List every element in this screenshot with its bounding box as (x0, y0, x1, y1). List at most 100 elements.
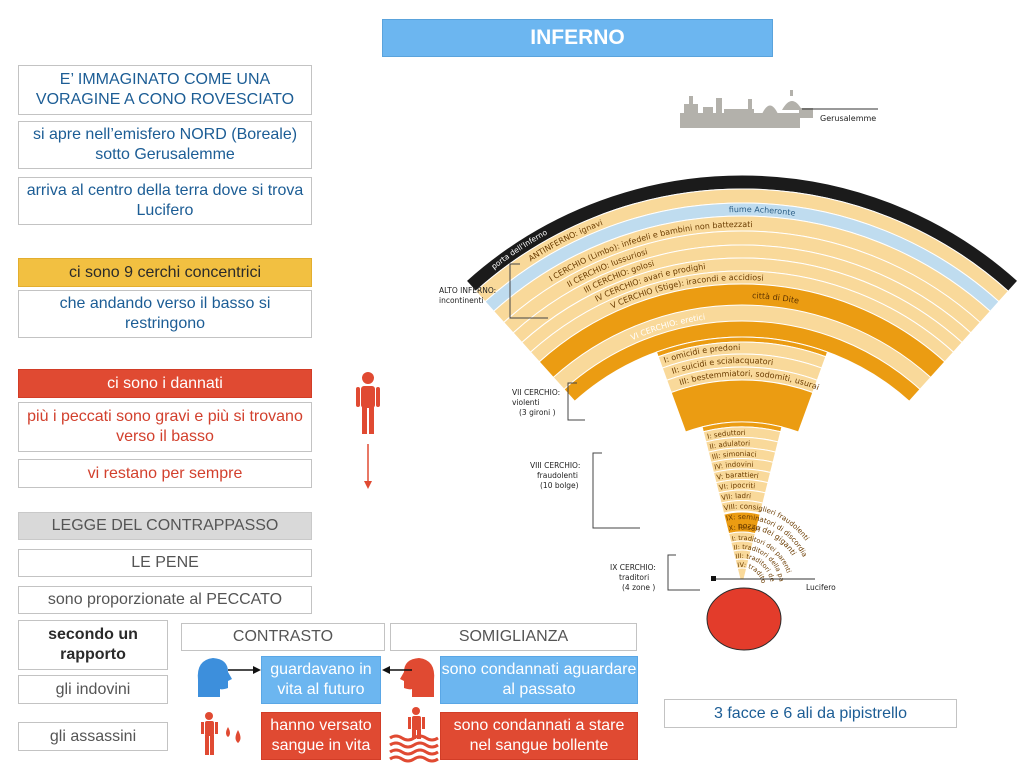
boiling-blood-icon (389, 707, 439, 763)
person-icon (201, 712, 218, 755)
band-cerchio-1 (493, 215, 991, 324)
label-cerchio-4: IV CERCHIO: avari e prodighi (594, 262, 706, 304)
cell-contrasto-assassini: hanno versato sangue in vita (261, 712, 381, 760)
band-girone-3 (666, 366, 818, 394)
band-cerchio-2 (503, 230, 981, 334)
band-vii-rim (655, 336, 829, 358)
band-bolgia-2 (705, 437, 779, 453)
band-pozzo-giganti (723, 511, 761, 535)
band-viii-rim (701, 421, 783, 433)
band-cerchio-5 (529, 270, 955, 363)
label-girone-2: II: suicidi e scialacquatori (671, 356, 774, 376)
label-acheronte: fiume Acheronte (729, 205, 796, 218)
band-bolgia-7 (717, 489, 767, 504)
label-dieci-bolge: (10 bolge) (540, 481, 579, 490)
band-vii-base (670, 379, 814, 433)
box-lucifero-facce: 3 facce e 6 ali da pipistrello (664, 699, 957, 728)
arrow-down-icon (364, 444, 372, 489)
band-zona-1 (728, 531, 756, 543)
band-bolgia-4 (710, 458, 774, 474)
label-porta-inferno: porta dell'Inferno (490, 228, 549, 271)
label-tre-gironi: (3 gironi ) (519, 408, 556, 417)
box-le-pene: LE PENE (18, 549, 312, 577)
cell-somiglianza-assassini: sono condannati a stare nel sangue bolle… (440, 712, 638, 760)
band-girone-2 (661, 353, 823, 381)
box-dannati: ci sono i dannati (18, 369, 312, 398)
band-bolgia-8 (720, 500, 764, 514)
label-cerchio-3: III CERCHIO: golosi (582, 259, 655, 295)
band-antinferno (474, 188, 1010, 303)
label-lucifero: Lucifero (806, 583, 836, 592)
label-alto-inferno: ALTO INFERNO: (439, 286, 496, 295)
header-contrasto: CONTRASTO (181, 623, 385, 651)
label-cerchio-6: VI CERCHIO: eretici (629, 313, 705, 343)
box-nove-cerchi: ci sono 9 cerchi concentrici (18, 258, 312, 287)
box-contrappasso: LEGGE DEL CONTRAPPASSO (18, 512, 312, 540)
arrow-left-icon (382, 666, 412, 674)
page-title: INFERNO (382, 19, 773, 57)
band-bolgia-10 (725, 521, 759, 535)
label-incontinenti: incontinenti (439, 296, 483, 305)
band-bolgia-9 (723, 510, 761, 525)
band-bolgia-6 (715, 479, 769, 494)
arrow-right-icon (228, 666, 261, 674)
band-acheronte (484, 202, 1000, 312)
label-bolgia-4: IV: indovini (714, 460, 754, 471)
label-bolgia-1: I: seduttori (706, 429, 745, 441)
box-emisfero: si apre nell’emisfero NORD (Boreale) sot… (18, 121, 312, 169)
person-icon (356, 372, 380, 434)
label-bolgia-10: X: falsari (728, 523, 761, 534)
label-bolgia-3: III: simoniaci (711, 450, 757, 461)
label-bolgia-8: VIII: consiglieri fraudolenti (723, 502, 810, 542)
label-violenti: violenti (512, 398, 540, 407)
band-porta-inferno (465, 174, 1019, 292)
label-antinferno: ANTINFERNO: ignavi (527, 218, 604, 263)
band-pozzo (723, 511, 761, 535)
band-zona-4 (734, 558, 750, 570)
head-icon (400, 658, 435, 697)
label-zona-1: I: traditori dei parenti (731, 534, 793, 574)
cell-contrasto-indovini: guardavano in vita al futuro (261, 656, 381, 704)
band-cerchio-3 (512, 244, 972, 344)
label-bolgia-6: VI: ipocriti (718, 481, 755, 492)
jerusalem-skyline-icon (680, 90, 813, 128)
box-rapporto: secondo un rapporto (18, 620, 168, 670)
box-proporzionate: sono proporzionate al PECCATO (18, 586, 312, 614)
band-bolgia-1 (702, 426, 782, 443)
band-zona-center (736, 567, 748, 580)
band-bolgia-3 (707, 447, 777, 463)
band-bolgia-5 (712, 468, 772, 484)
label-gerusalemme: Gerusalemme (820, 114, 876, 123)
cell-somiglianza-indovini: sono condannati aguardare al passato (440, 656, 638, 704)
label-quattro-zone: (4 zone ) (622, 583, 655, 592)
label-pozzo-giganti: pozzo dei giganti (738, 521, 799, 557)
band-zona-2 (730, 540, 754, 552)
label-bolgia-2: II: adulatori (709, 439, 750, 451)
label-citta-di-dite: città di Dite (752, 291, 800, 305)
box-per-sempre: vi restano per sempre (18, 459, 312, 488)
label-girone-1: I: omicidi e predoni (663, 343, 741, 365)
label-bolgia-5: V: barattieri (716, 471, 759, 482)
band-citta-di-dite (538, 283, 946, 402)
box-restringono: che andando verso il basso si restringon… (18, 290, 312, 338)
blood-drops-icon (226, 727, 241, 743)
label-fraudolenti: fraudolenti (537, 471, 578, 480)
label-viii-cerchio: VIII CERCHIO: (530, 461, 580, 470)
label-cerchio-2: II CERCHIO: lussuriosi (565, 247, 648, 289)
box-indovini: gli indovini (18, 675, 168, 704)
box-peccati-gravi: più i peccati sono gravi e più si trovan… (18, 402, 312, 452)
label-cerchio-1: I CERCHIO (Limbo): infedeli e bambini no… (548, 220, 753, 283)
band-girone-1 (657, 341, 827, 369)
label-ix-cerchio: IX CERCHIO: (610, 563, 656, 572)
label-bolgia-9: IX: seminatori di discordia (725, 513, 808, 558)
band-cerchio-6 (552, 304, 932, 391)
label-traditori: traditori (619, 573, 649, 582)
box-centro-terra: arriva al centro della terra dove si tro… (18, 177, 312, 225)
label-girone-3: III: bestemmiatori, sodomiti, usurai (678, 369, 820, 392)
center-of-earth-circle (706, 587, 782, 651)
head-icon (197, 658, 232, 697)
label-bolgia-7: VII: ladri (721, 492, 752, 502)
label-cerchio-5: V CERCHIO (Stige): iracondi e accidiosi (609, 273, 764, 311)
box-voragine: E’ IMMAGINATO COME UNA VORAGINE A CONO R… (18, 65, 312, 115)
band-cerchio-4 (521, 257, 963, 353)
